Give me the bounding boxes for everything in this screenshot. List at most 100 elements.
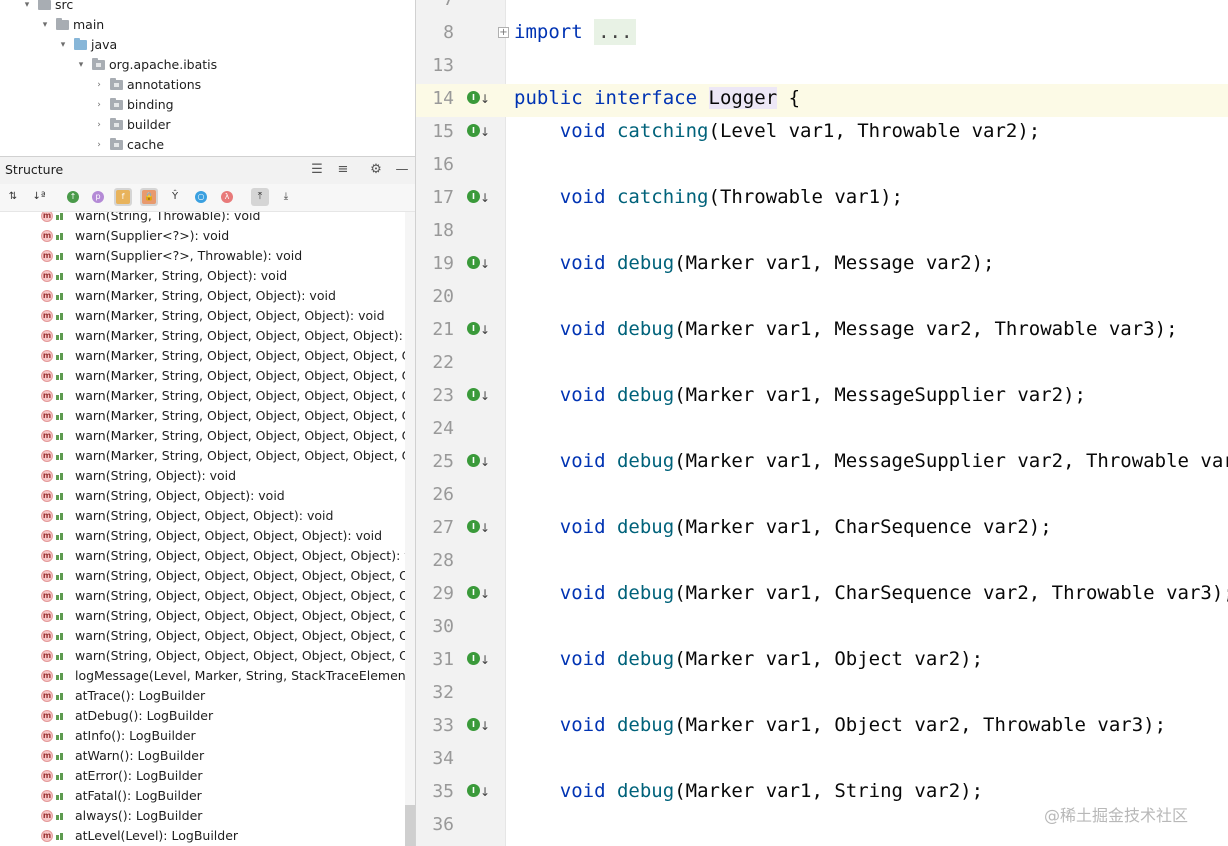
structure-member-label: atInfo(): LogBuilder [75,728,196,743]
gear-icon[interactable]: ⚙ [370,162,382,177]
tree-item[interactable]: ▾main [0,15,415,35]
structure-member-label: warn(String, Object, Object, Object, Obj… [75,628,405,643]
sort-alphabetically-icon[interactable]: ↓ª [32,191,46,202]
line-number: 31 [432,649,454,670]
implemented-marker-icon[interactable]: I↓ [467,186,490,208]
structure-member-label: atLevel(Level): LogBuilder [75,828,239,843]
chevron-down-icon[interactable]: ▾ [42,20,48,30]
structure-scroll-thumb[interactable] [405,805,415,846]
collapse-all-icon[interactable]: ≡ [337,162,349,177]
chevron-down-icon[interactable]: ▾ [24,0,30,10]
sort-by-visibility-icon[interactable]: ⇅ [8,191,18,202]
tree-item[interactable]: ›binding [0,95,415,115]
tree-item[interactable]: ›annotations [0,75,415,95]
chevron-down-icon[interactable]: ▾ [78,60,84,70]
show-lambdas-icon[interactable]: ○ [192,188,210,206]
show-properties-icon[interactable]: p [89,188,107,206]
implemented-marker-icon[interactable]: I↓ [467,780,490,802]
tree-item[interactable]: ›cache [0,135,415,155]
autoscroll-to-source-icon[interactable]: ⤒ [251,188,269,206]
show-anonymous-icon[interactable]: Ŷ [171,191,179,202]
method-icon: m [41,530,53,542]
chevron-right-icon[interactable]: › [97,80,101,90]
show-lambda-icon[interactable]: λ [218,188,236,206]
implemented-marker-icon[interactable]: I↓ [467,516,490,538]
structure-member-label: warn(Supplier<?>): void [75,228,230,243]
folded-imports[interactable]: ... [594,19,637,45]
minimize-icon[interactable]: — [395,162,409,177]
void-keyword: void [559,516,606,538]
tree-item[interactable]: ▾java [0,35,415,55]
implemented-marker-icon[interactable]: I↓ [467,450,490,472]
chevron-right-icon[interactable]: › [97,140,101,150]
structure-scrollbar[interactable] [405,212,415,846]
implemented-marker-icon[interactable]: I↓ [467,582,490,604]
implemented-marker-icon[interactable]: I↓ [467,318,490,340]
public-visibility-icon [56,313,64,320]
method-params: (Level var1, Throwable var2); [708,120,1041,142]
interface-keyword: interface [594,87,698,109]
tree-item[interactable]: ▾org.apache.ibatis [0,55,415,75]
implemented-marker-icon[interactable]: I↓ [467,384,490,406]
tree-item[interactable]: ›builder [0,115,415,135]
fold-expand-icon[interactable]: + [498,27,509,38]
void-keyword: void [559,186,606,208]
implemented-marker-icon[interactable]: I↓ [467,252,490,274]
show-fields-icon[interactable]: f [114,188,132,206]
code-editor[interactable] [506,0,1228,846]
method-declaration: void debug(Marker var1, CharSequence var… [514,577,1228,610]
show-inherited-icon[interactable]: ↑ [64,188,82,206]
method-icon: m [41,410,53,422]
chevron-right-icon[interactable]: › [97,120,101,130]
implemented-marker-icon[interactable]: I↓ [467,87,490,109]
method-icon: m [41,330,53,342]
tree-item[interactable]: ▾src [0,0,415,15]
expand-all-icon[interactable]: ☰ [311,162,323,177]
method-icon: m [41,710,53,722]
implemented-marker-icon[interactable]: I↓ [467,714,490,736]
autoscroll-from-source-icon[interactable]: ⤓ [283,191,289,202]
public-visibility-icon [56,693,64,700]
implemented-marker-icon[interactable]: I↓ [467,648,490,670]
implemented-marker-icon[interactable]: I↓ [467,120,490,142]
method-icon: m [41,250,53,262]
package-icon [110,78,123,90]
method-params: (Marker var1, Message var2); [674,252,995,274]
show-non-public-icon[interactable]: 🔒 [140,188,158,206]
public-visibility-icon [56,273,64,280]
chevron-down-icon[interactable]: ▾ [60,40,66,50]
chevron-right-icon[interactable]: › [97,100,101,110]
